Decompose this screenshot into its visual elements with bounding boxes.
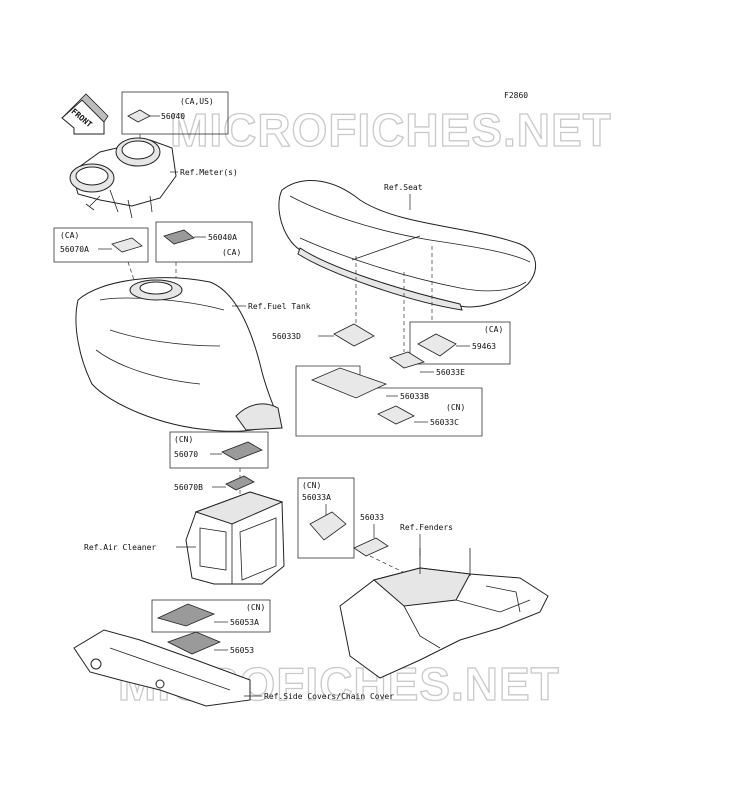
- region-56033C: (CN): [446, 403, 465, 412]
- region-56040: (CA,US): [180, 97, 214, 106]
- region-56070A: (CA): [60, 231, 79, 240]
- part-number-56033E: 56033E: [436, 368, 465, 377]
- callout-56033E: 56033E: [389, 300, 465, 377]
- ref-seat: Ref.Seat: [384, 183, 423, 192]
- callout-56053A: (CN) 56053A: [151, 599, 271, 633]
- seat: Ref.Seat: [278, 180, 536, 326]
- part-number-56053: 56053: [230, 646, 254, 655]
- ref-air-cleaner: Ref.Air Cleaner: [84, 543, 156, 552]
- watermark-top: MICROFICHES.NET: [170, 104, 612, 156]
- meter-assembly: Ref.Meter(s): [69, 137, 238, 219]
- callout-56070: (CN) 56070: [169, 431, 269, 482]
- callout-59463: (CA) 59463: [409, 321, 511, 365]
- callout-56033A: (CN) 56033A: [297, 477, 355, 559]
- callout-56070B: 56070B: [174, 475, 255, 506]
- region-56053A: (CN): [246, 603, 265, 612]
- air-cleaner: Ref.Air Cleaner: [84, 491, 285, 585]
- ref-fenders: Ref.Fenders: [400, 523, 453, 532]
- part-number-59463: 59463: [472, 342, 496, 351]
- callout-56053: 56053: [166, 631, 254, 655]
- part-number-56033B: 56033B: [400, 392, 429, 401]
- part-number-56033A: 56033A: [302, 493, 331, 502]
- callout-56033D: 56033D: [272, 323, 375, 347]
- ref-fuel-tank: Ref.Fuel Tank: [248, 302, 311, 311]
- fuel-tank: Ref.Fuel Tank: [75, 277, 311, 432]
- part-number-56040A: 56040A: [208, 233, 237, 242]
- region-59463: (CA): [484, 325, 503, 334]
- region-56070: (CN): [174, 435, 193, 444]
- part-number-56040: 56040: [161, 112, 185, 121]
- callout-56070A: (CA) 56070A: [53, 227, 149, 287]
- part-number-56053A: 56053A: [230, 618, 259, 627]
- fenders: Ref.Fenders: [339, 523, 549, 679]
- ref-side-covers: Ref.Side Covers/Chain Cover: [264, 692, 394, 701]
- part-number-56070B: 56070B: [174, 483, 203, 492]
- part-number-56070A: 56070A: [60, 245, 89, 254]
- part-number-56033: 56033: [360, 513, 384, 522]
- part-number-56033D: 56033D: [272, 332, 301, 341]
- part-number-56070: 56070: [174, 450, 198, 459]
- ref-meter: Ref.Meter(s): [180, 168, 238, 177]
- region-56033A: (CN): [302, 481, 321, 490]
- chain-cover: Ref.Side Covers/Chain Cover: [73, 629, 394, 707]
- callout-56040A: 56040A (CA): [155, 221, 253, 320]
- front-arrow-icon: FRONT: [61, 93, 109, 135]
- callout-56040: (CA,US) 56040: [121, 91, 229, 148]
- region-56040A: (CA): [222, 248, 241, 257]
- part-number-56033C: 56033C: [430, 418, 459, 427]
- diagram-code: F2860: [504, 91, 528, 100]
- callout-56033B-56033C: 56033B (CN) 56033C: [295, 365, 483, 437]
